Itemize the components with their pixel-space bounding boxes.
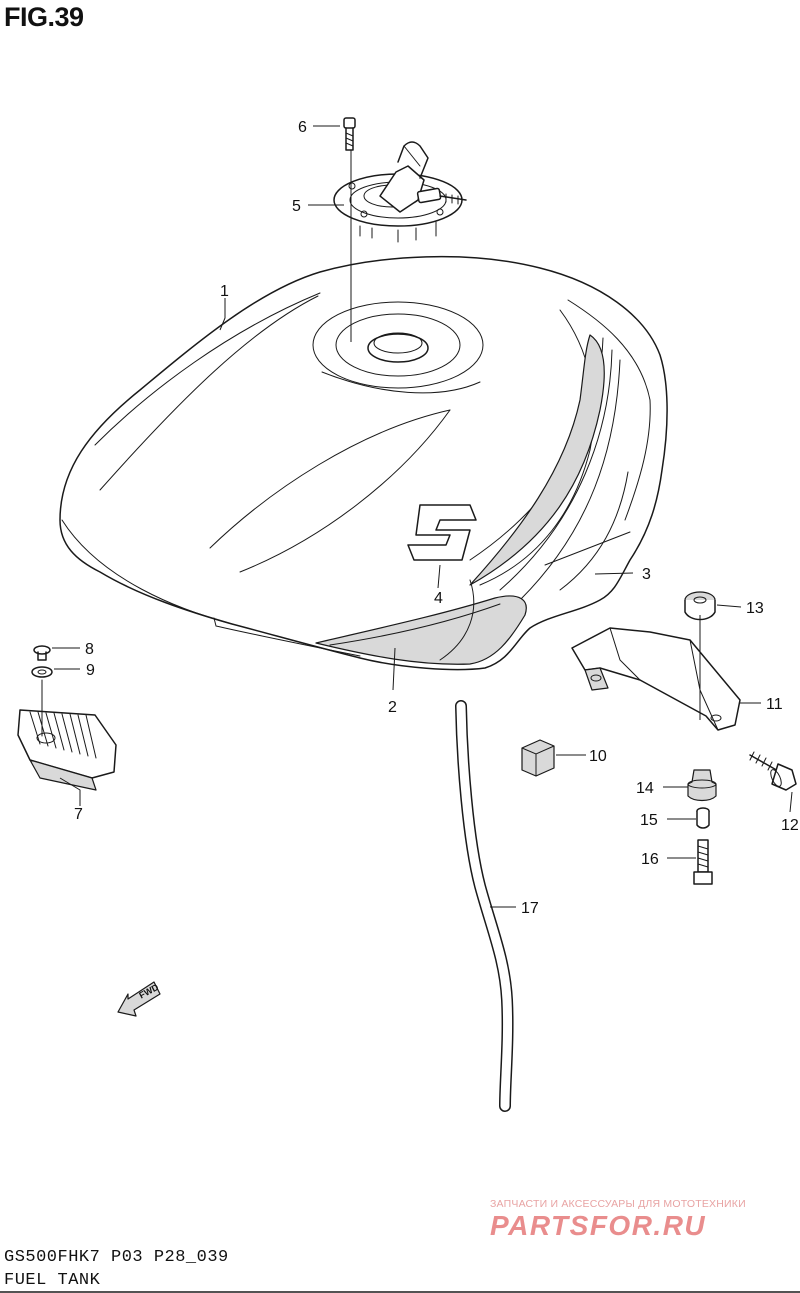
- callout-1: 1: [220, 283, 229, 300]
- part-1-fuel-tank[interactable]: [59, 255, 668, 671]
- part-10-cushion[interactable]: [521, 739, 555, 777]
- callout-12: 12: [781, 817, 799, 834]
- callout-3: 3: [642, 566, 651, 583]
- callout-15: 15: [640, 812, 658, 829]
- part-6-bolt[interactable]: [343, 117, 356, 151]
- callout-13: 13: [746, 600, 764, 617]
- part-17-hose[interactable]: [455, 700, 514, 1112]
- callout-6: 6: [298, 119, 307, 136]
- callout-17: 17: [521, 900, 539, 917]
- part-8-screw[interactable]: [33, 645, 51, 661]
- part-15-collar[interactable]: [696, 807, 710, 829]
- callout-4: 4: [434, 590, 443, 607]
- callout-11: 11: [766, 696, 783, 713]
- leader-lines: [52, 125, 793, 908]
- callout-2: 2: [388, 699, 397, 716]
- callout-8: 8: [85, 641, 94, 658]
- part-14-damper[interactable]: [687, 769, 717, 802]
- fwd-arrow: FWD: [117, 981, 161, 1017]
- part-12-bolt[interactable]: [749, 751, 797, 791]
- part-16-bolt[interactable]: [693, 839, 713, 885]
- callout-7: 7: [74, 806, 83, 823]
- part-2-stripe[interactable]: [315, 579, 527, 665]
- callout-14: 14: [636, 780, 654, 797]
- part-5-fuel-cap[interactable]: [333, 141, 467, 243]
- callout-5: 5: [292, 198, 301, 215]
- watermark-logo: PARTSFOR.RU: [490, 1210, 707, 1241]
- figure-title: FIG.39: [4, 2, 84, 32]
- callout-labels: 1 2 3 4 5 6 7 8 9 10 11 12 13 14 15 16 1…: [74, 119, 799, 917]
- part-9-washer[interactable]: [31, 666, 53, 678]
- part-11-bracket[interactable]: [571, 615, 741, 731]
- section-name: FUEL TANK: [4, 1271, 101, 1290]
- part-3-side-stripe[interactable]: [469, 334, 631, 591]
- callout-16: 16: [641, 851, 659, 868]
- callout-9: 9: [86, 662, 95, 679]
- callout-10: 10: [589, 748, 607, 765]
- model-code: GS500FHK7 P03 P28_039: [4, 1248, 229, 1267]
- part-4-emblem[interactable]: [407, 504, 477, 561]
- watermark-tagline: ЗАПЧАСТИ И АКСЕССУАРЫ ДЛЯ МОТОТЕХНИКИ: [490, 1198, 746, 1210]
- part-13-grommet[interactable]: [684, 591, 716, 621]
- part-7-bracket[interactable]: [17, 679, 117, 791]
